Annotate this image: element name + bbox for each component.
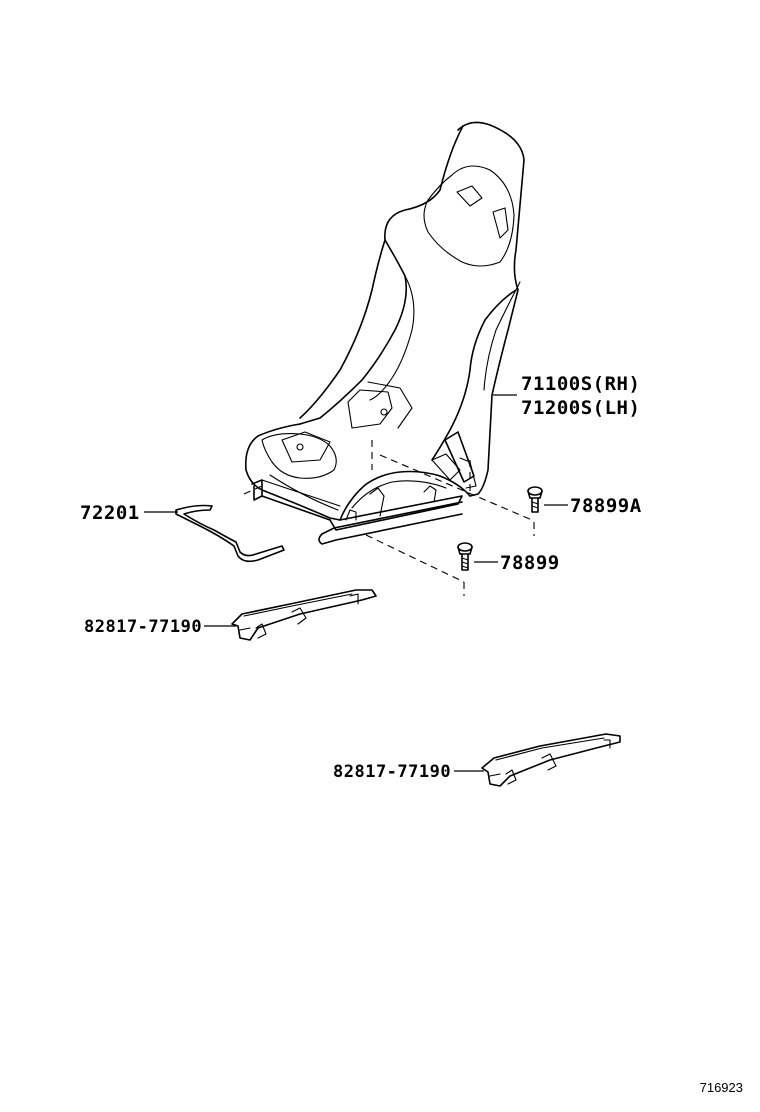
part-82817-rail-upper[interactable] (231, 589, 377, 641)
seat-illustration[interactable] (244, 121, 525, 545)
part-labels: 71100S(RH) 71200S(LH) 72201 78899A 78899… (80, 373, 642, 782)
label-seat-lh[interactable]: 71200S(LH) (521, 397, 640, 419)
label-82817-lower[interactable]: 82817-77190 (333, 762, 451, 782)
label-72201[interactable]: 72201 (80, 502, 140, 524)
figure-id: 716923 (700, 1080, 743, 1095)
alignment-lines (243, 454, 535, 596)
part-82817-rail-lower[interactable] (481, 733, 621, 787)
leader-lines (144, 394, 568, 772)
label-78899a[interactable]: 78899A (570, 495, 642, 517)
label-78899[interactable]: 78899 (500, 552, 560, 574)
label-82817-upper[interactable]: 82817-77190 (84, 617, 202, 637)
part-72201-bar[interactable] (175, 504, 285, 563)
part-78899a-bolt[interactable] (527, 486, 543, 513)
part-78899-bolt[interactable] (457, 542, 473, 571)
label-seat-rh[interactable]: 71100S(RH) (521, 373, 640, 395)
